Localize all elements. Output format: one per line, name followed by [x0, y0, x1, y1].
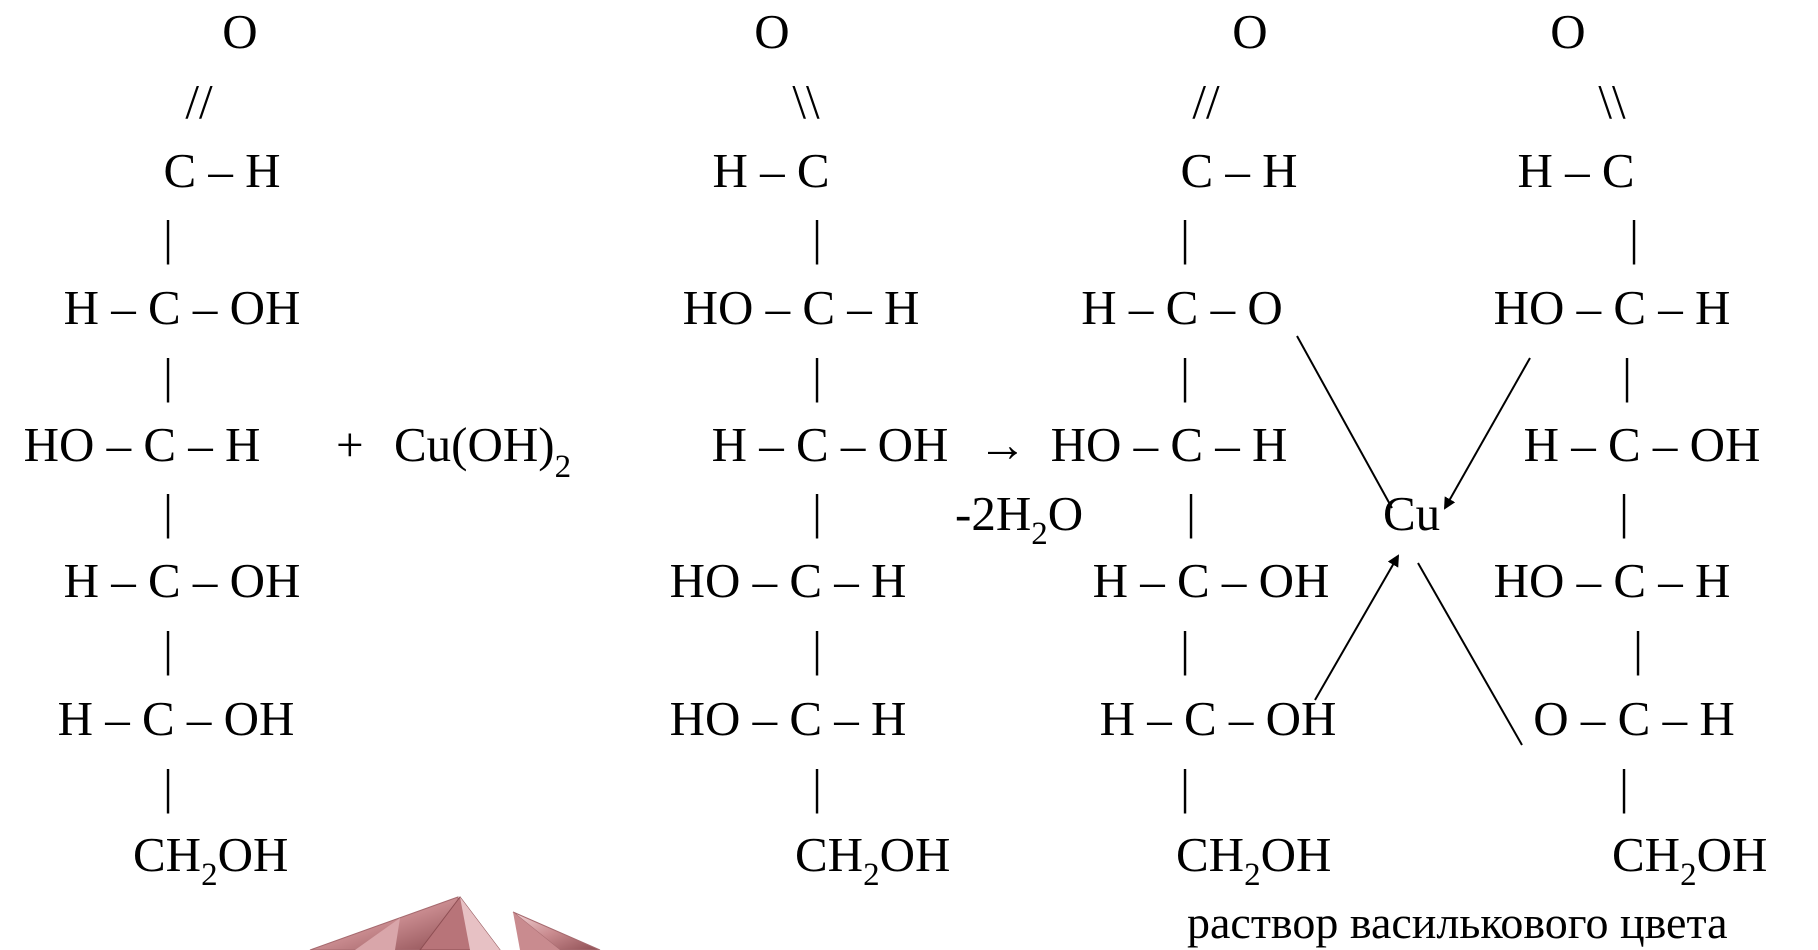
reactant-row: H – C – OH [64, 280, 301, 335]
condition-lead: -2H [955, 486, 1031, 541]
copper-center: Cu [1296, 335, 1531, 746]
reagent: + Cu(OH)2 [336, 417, 571, 485]
plus-sign: + [336, 417, 364, 472]
tail-ch: CH [1612, 827, 1680, 882]
reactant-row: H – C – OH [58, 691, 295, 746]
ligand-row: | [1180, 759, 1190, 814]
ligand-row: H – C [712, 143, 829, 198]
ligand-row: HO – C – H [1494, 280, 1731, 335]
ligand-tail: CH2OH [1612, 827, 1767, 893]
reagent-main: Cu(OH) [394, 417, 555, 472]
reactant-row: HO – C – H [24, 417, 261, 472]
ligand-row: | [1622, 348, 1632, 403]
ligand-row: H – C [1517, 143, 1634, 198]
reactant-row: | [163, 759, 173, 814]
bond-line [1417, 562, 1523, 746]
ligand-row: H – C – OH [1524, 417, 1761, 472]
bond-line [1296, 335, 1393, 509]
decorative-star-icon [309, 896, 601, 950]
complex-mid-ligand: O // C – H | H – C – O | HO – C – H | H … [1051, 4, 1337, 893]
ligand-row: HO – C – H [683, 280, 920, 335]
tail-subscript: 2 [863, 857, 880, 893]
ligand-row: O [1550, 4, 1585, 59]
ligand-row: HO – C – H [1494, 553, 1731, 608]
bond-arrow [1444, 357, 1531, 510]
reactant-row: | [163, 348, 173, 403]
ligand-tail: CH2OH [795, 827, 950, 893]
reactant-row: // [185, 74, 213, 129]
reactant-row: H – C – OH [64, 553, 301, 608]
condition-subscript: 2 [1031, 516, 1048, 552]
ligand-row: H – C – O [1081, 280, 1282, 335]
ligand-row: HO – C – H [670, 691, 907, 746]
reactant-row: | [163, 484, 173, 539]
ligand-tail: CH2OH [1176, 827, 1331, 893]
reactant-row: | [163, 210, 173, 265]
ligand-row: | [812, 484, 822, 539]
ligand-row: | [1633, 621, 1643, 676]
tail-ch: CH [133, 827, 201, 882]
tail-subscript: 2 [201, 857, 218, 893]
ligand-row: H – C – OH [712, 417, 949, 472]
tail-oh: OH [1697, 827, 1768, 882]
reactant-row: | [163, 621, 173, 676]
ligand-row: | [1619, 759, 1629, 814]
ligand-row: HO – C – H [1051, 417, 1288, 472]
metal-label: Cu [1383, 486, 1440, 541]
ligand-row: | [1180, 621, 1190, 676]
complex-left-ligand: O \\ H – C | HO – C – H | H – C – OH | H… [670, 4, 951, 893]
condition-end: O [1048, 486, 1083, 541]
ligand-row: | [1180, 348, 1190, 403]
bond-arrow [1314, 554, 1399, 701]
solution-caption: раствор василькового цвета [1187, 897, 1728, 948]
tail-oh: OH [218, 827, 289, 882]
ligand-row: | [1619, 484, 1629, 539]
ligand-row: | [812, 210, 822, 265]
ligand-row: | [1180, 210, 1190, 265]
tail-oh: OH [880, 827, 951, 882]
reactant-structure: O // C – H | H – C – OH | HO – C – H | H… [24, 4, 301, 893]
reagent-subscript: 2 [555, 449, 572, 485]
tail-oh: OH [1261, 827, 1332, 882]
reactant-tail: CH2OH [133, 827, 288, 893]
ligand-row: | [812, 759, 822, 814]
ligand-row: \\ [1598, 74, 1626, 129]
ligand-row: HO – C – H [670, 553, 907, 608]
ligand-row: H – C – OH [1100, 691, 1337, 746]
ligand-row: | [812, 348, 822, 403]
ligand-row: O [754, 4, 789, 59]
reactant-row: C – H [163, 143, 280, 198]
ligand-row: O – C – H [1533, 691, 1734, 746]
tail-subscript: 2 [1680, 857, 1697, 893]
ligand-row: O [1232, 4, 1267, 59]
reaction-arrow: → -2H2O [955, 417, 1083, 552]
ligand-row: // [1192, 74, 1220, 129]
complex-right-ligand: O \\ H – C | HO – C – H | H – C – OH | H… [1494, 4, 1768, 893]
ligand-row: | [1629, 210, 1639, 265]
ligand-row: \\ [792, 74, 820, 129]
reagent-formula: Cu(OH)2 [394, 417, 571, 485]
reactant-row: O [222, 4, 257, 59]
ligand-row: C – H [1180, 143, 1297, 198]
arrow-condition: -2H2O [955, 486, 1083, 552]
tail-subscript: 2 [1244, 857, 1261, 893]
arrow-symbol: → [978, 417, 1027, 472]
tail-ch: CH [1176, 827, 1244, 882]
tail-ch: CH [795, 827, 863, 882]
ligand-row: | [812, 621, 822, 676]
ligand-row: H – C – OH [1093, 553, 1330, 608]
ligand-row: | [1186, 484, 1196, 539]
